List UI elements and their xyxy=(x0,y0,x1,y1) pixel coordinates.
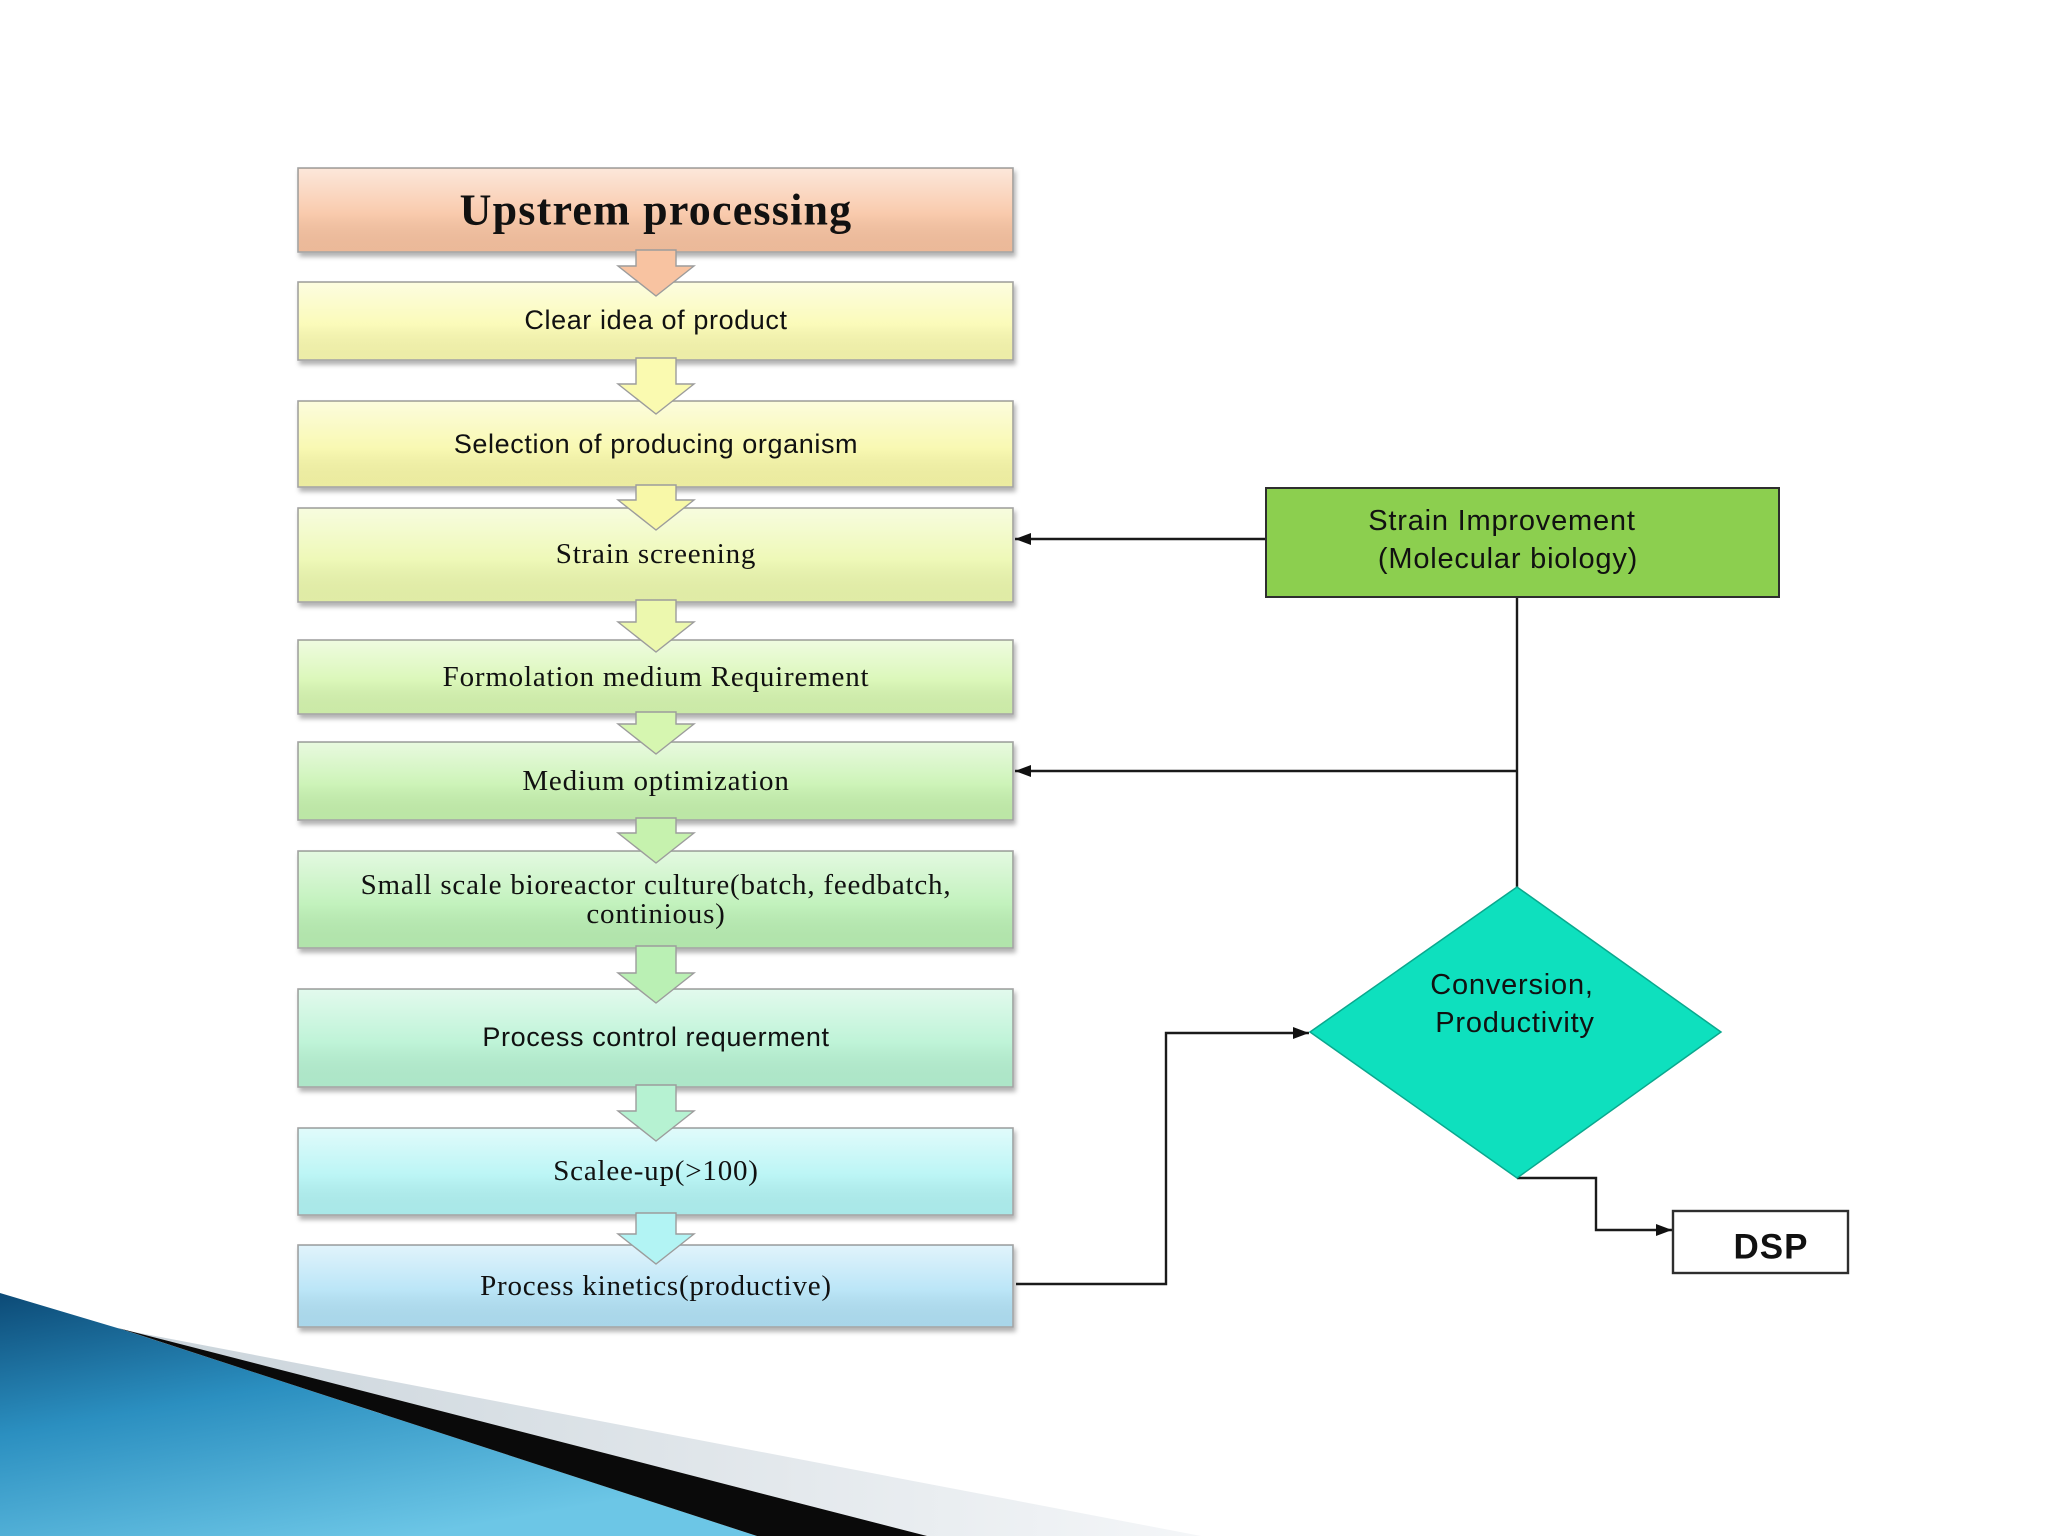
step-box-selection: Selection of producing organism xyxy=(297,400,1014,488)
step-box-small-scale: Small scale bioreactor culture(batch, fe… xyxy=(297,850,1014,949)
decision-line-2: Productivity xyxy=(1435,1007,1595,1039)
down-arrow-icon xyxy=(615,249,697,297)
step-label-line-2: continious) xyxy=(586,898,725,930)
down-arrow-icon xyxy=(615,484,697,531)
down-arrow-icon xyxy=(615,599,697,653)
strain-improvement-fill xyxy=(1265,487,1780,598)
slide-decoration xyxy=(0,1293,1201,1536)
swoosh-dark-stripe xyxy=(118,1328,927,1536)
dsp-box: DSP xyxy=(1671,1209,1850,1275)
connector-decision-to-dsp xyxy=(1517,1176,1672,1236)
down-arrow-icon xyxy=(615,1084,697,1142)
step-label: Medium optimization xyxy=(522,765,789,797)
step-label: Process control requerment xyxy=(482,1022,829,1052)
step-box-strain-screening: Strain screening xyxy=(297,507,1014,603)
down-arrow-icon xyxy=(615,945,697,1004)
step-box-formolation: Formolation medium Requirement xyxy=(297,639,1014,715)
step-box-medium-optimization: Medium optimization xyxy=(297,741,1014,821)
swoosh-blue xyxy=(0,1293,757,1536)
strain-improvement-box: Strain Improvement (Molecular biology) xyxy=(1265,487,1780,598)
dsp-box-frame xyxy=(1671,1209,1850,1275)
title-box: Upstrem processing xyxy=(297,167,1014,253)
down-arrow-icon xyxy=(615,711,697,755)
box-gloss xyxy=(299,641,1012,713)
box-gloss xyxy=(299,1129,1012,1214)
upstream-flow: Upstrem processing Clear idea of product… xyxy=(297,167,1014,1328)
step-label-line-1: Small scale bioreactor culture(batch, fe… xyxy=(361,869,952,901)
swoosh-light xyxy=(124,1330,1201,1536)
step-box-scale-up: Scalee-up(>100) xyxy=(297,1127,1014,1216)
down-arrow-icon xyxy=(615,817,697,864)
strain-improvement-line-2: (Molecular biology) xyxy=(1378,543,1638,575)
box-gloss xyxy=(299,990,1012,1086)
connector-kinetics-to-decision xyxy=(1016,1027,1309,1286)
step-label: Clear idea of product xyxy=(524,305,787,335)
decision-diamond-fill xyxy=(1308,886,1723,1179)
title-text: Upstrem processing xyxy=(460,186,853,235)
step-label: Process kinetics(productive) xyxy=(480,1270,832,1302)
down-arrow-icon xyxy=(615,357,697,415)
decision-diamond: Conversion, Productivity xyxy=(1308,886,1723,1179)
dsp-label: DSP xyxy=(1734,1228,1809,1267)
down-arrow-icon xyxy=(615,1212,697,1265)
step-box-process-control: Process control requerment xyxy=(297,988,1014,1088)
strain-improvement-line-1: Strain Improvement xyxy=(1368,505,1635,537)
decision-line-1: Conversion, xyxy=(1430,969,1594,1001)
box-gloss xyxy=(299,402,1012,486)
box-gloss xyxy=(299,852,1012,947)
step-box-process-kinetics: Process kinetics(productive) xyxy=(297,1244,1014,1328)
box-gloss xyxy=(299,169,1012,251)
step-label: Strain screening xyxy=(556,538,756,570)
step-label: Formolation medium Requirement xyxy=(443,661,870,693)
step-label: Scalee-up(>100) xyxy=(553,1155,759,1187)
connectors xyxy=(1015,533,1672,1286)
box-gloss xyxy=(299,743,1012,819)
step-label: Selection of producing organism xyxy=(454,429,858,459)
